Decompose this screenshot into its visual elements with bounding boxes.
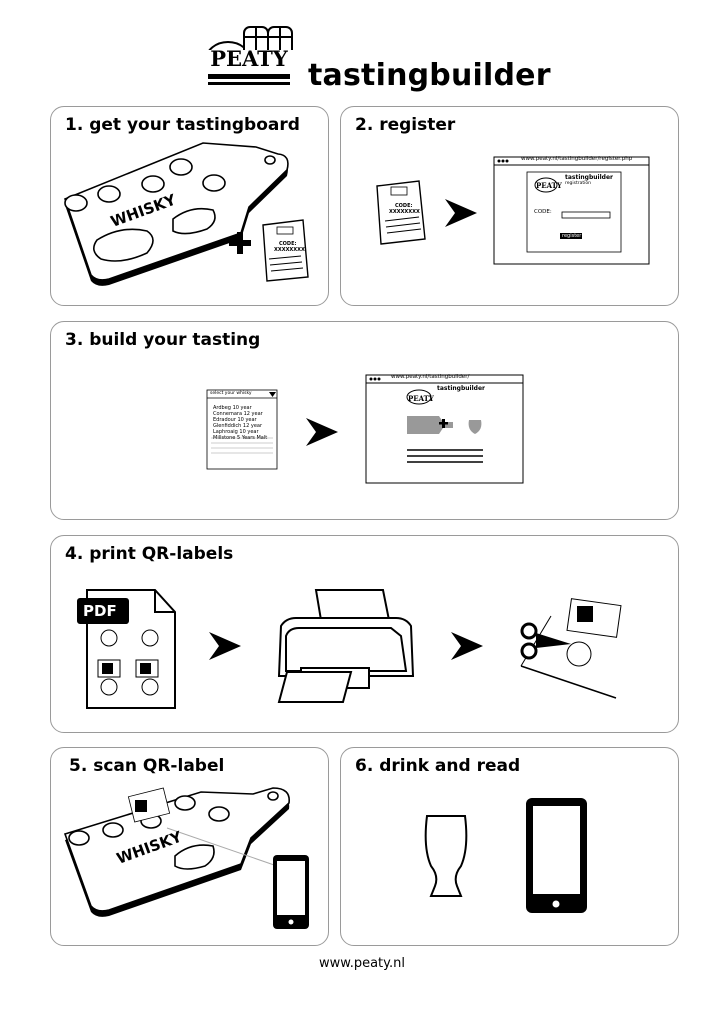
step-6-panel: 6. drink and read [340, 747, 679, 946]
logo-text: PEATY [210, 46, 288, 71]
whisky-options: Ardbeg 10 year Connemara 12 year Edradou… [213, 405, 267, 441]
browser-logo-text: PEATY [408, 394, 434, 403]
board-icon [63, 787, 290, 917]
register-button[interactable]: register [562, 233, 582, 239]
card-code-label: CODE: [279, 241, 297, 247]
browser-logo-text: PEATY [536, 181, 562, 190]
step-6-graphics [424, 798, 587, 913]
whisky-option[interactable]: Glenfiddich 12 year [213, 423, 263, 429]
step-2-graphics [376, 156, 650, 265]
select-label[interactable]: select your whisky [210, 391, 252, 396]
browser-window [493, 156, 650, 265]
code-card-icon [376, 180, 426, 245]
arrow-icon [445, 199, 477, 227]
step-4-panel: 4. print QR-labels [50, 535, 679, 733]
smartphone-icon [273, 855, 309, 929]
smartphone-icon [526, 798, 587, 913]
step-1-title: 1. get your tastingboard [65, 115, 300, 135]
browser-window [365, 374, 524, 484]
form-code-label: CODE: [534, 209, 552, 215]
step-5-title: 5. scan QR-label [69, 756, 225, 776]
step-4-graphics [77, 589, 622, 709]
step-5-panel: 5. scan QR-label WHISKY [50, 747, 329, 946]
scissors-icon [520, 598, 622, 699]
card-code-value: XXXXXXXX [389, 209, 420, 215]
board-icon: WHISKY [63, 142, 309, 286]
footer-url[interactable]: www.peaty.nl [319, 956, 405, 971]
step-3-graphics [206, 374, 524, 484]
pdf-badge: PDF [83, 602, 117, 620]
step-4-title: 4. print QR-labels [65, 544, 234, 564]
card-code-label: CODE: [395, 203, 413, 209]
browser-heading: tastingbuilder [437, 385, 485, 392]
step-6-title: 6. drink and read [355, 756, 521, 776]
whisky-option[interactable]: Connemara 12 year [213, 411, 263, 417]
page-title: tastingbuilder [308, 58, 551, 93]
arrow-icon [306, 418, 338, 446]
step-3-panel: 3. build your tasting select your whi [50, 321, 679, 520]
browser-heading: tastingbuilder [565, 174, 613, 181]
browser-url: www.peaty.nl/tastingbuilder/ [391, 374, 470, 380]
whisky-option[interactable]: Laphroaig 10 year [213, 429, 259, 435]
step-2-panel: 2. register CODE: XXXXXXXX www.peaty.nl/… [340, 106, 679, 306]
card-code-value: XXXXXXXX [274, 247, 305, 253]
step-3-title: 3. build your tasting [65, 330, 261, 350]
step-1-panel: 1. get your tastingboard WHISKY C [50, 106, 329, 306]
whisky-option[interactable]: Millstone 5 Years Malt [213, 435, 268, 441]
glencairn-glass-icon [424, 815, 468, 897]
whisky-option[interactable]: Ardbeg 10 year [213, 405, 252, 411]
pdf-document-icon [77, 589, 176, 709]
browser-url: www.peaty.nl/tastingbuilder/register.php [521, 156, 633, 162]
plus-icon [229, 232, 251, 254]
step-5-graphics: WHISKY [63, 787, 309, 929]
step-2-title: 2. register [355, 115, 456, 135]
arrow-icon [451, 632, 483, 660]
printer-icon [277, 589, 415, 703]
peaty-logo: PEATY [198, 22, 298, 94]
whisky-option[interactable]: Edradour 10 year [213, 417, 257, 423]
browser-subheading: registration [565, 181, 591, 186]
whisky-select-list [206, 389, 278, 470]
code-card-icon [262, 219, 309, 282]
arrow-icon [209, 632, 241, 660]
